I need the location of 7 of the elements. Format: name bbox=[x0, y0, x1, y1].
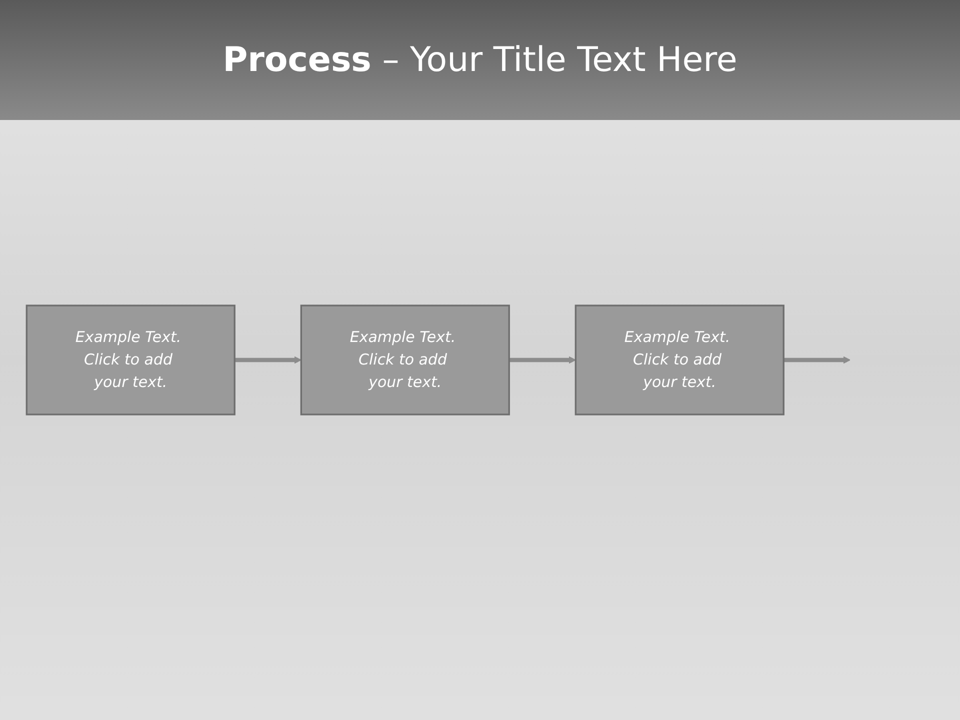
arrow bbox=[509, 356, 576, 364]
node-box: Example Text. Click to add your text. bbox=[300, 304, 510, 416]
node-box: Example Text. Click to add your text. bbox=[574, 304, 784, 416]
slide-title: Process – Your Title Text Here bbox=[222, 40, 738, 80]
arrow bbox=[784, 356, 850, 364]
arrow bbox=[234, 356, 302, 364]
node-box: Example Text. Click to add your text. bbox=[26, 304, 236, 416]
